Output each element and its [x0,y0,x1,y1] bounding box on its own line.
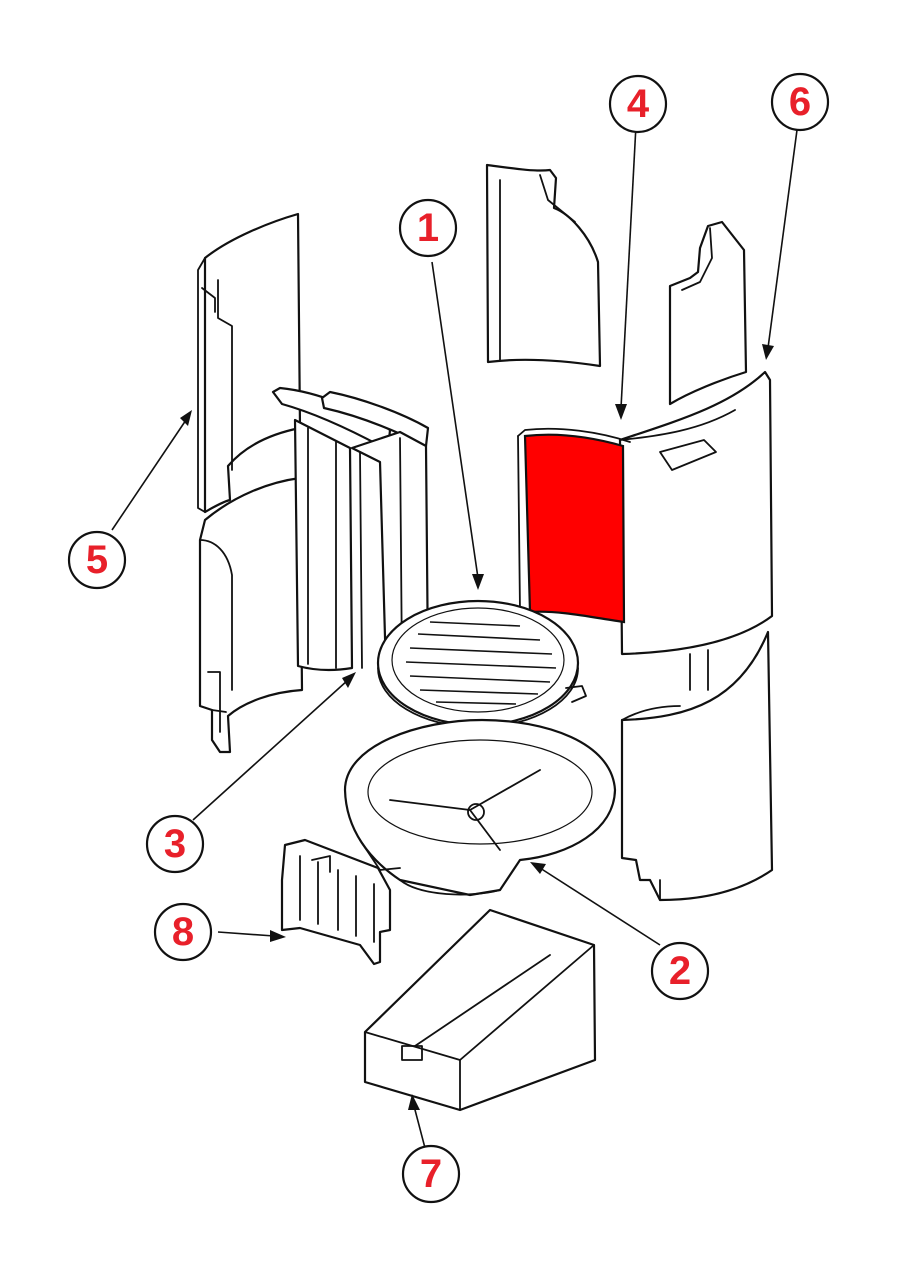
svg-text:3: 3 [164,822,186,866]
callout-6: 6 [770,72,830,132]
callout-2: 2 [650,941,710,1001]
part-2-grate-frame [343,718,617,897]
callout-1: 1 [398,198,458,258]
part-1-grate [376,599,587,729]
callout-4: 4 [608,74,668,134]
svg-text:1: 1 [417,206,439,250]
svg-text:4: 4 [627,82,650,126]
callout-3: 3 [145,814,205,874]
svg-text:5: 5 [86,538,108,582]
svg-text:2: 2 [669,949,691,993]
highlighted-panel-fill [523,433,626,624]
part-4-highlighted-panel [517,427,631,624]
svg-text:8: 8 [172,910,194,954]
svg-text:7: 7 [420,1152,442,1196]
part-8-clip-bracket [280,838,392,966]
callout-7: 7 [401,1144,461,1204]
callout-8: 8 [153,902,213,962]
part-7-ash-pan [363,908,597,1112]
part-6-right-shell [618,370,774,902]
part-5-left-side-panel [197,212,304,754]
leader-lines [111,124,798,1149]
part-3-front-column-frame [271,386,430,675]
callout-5: 5 [67,530,127,590]
part-back-upper-pieces [485,163,748,406]
svg-text:6: 6 [789,80,811,124]
